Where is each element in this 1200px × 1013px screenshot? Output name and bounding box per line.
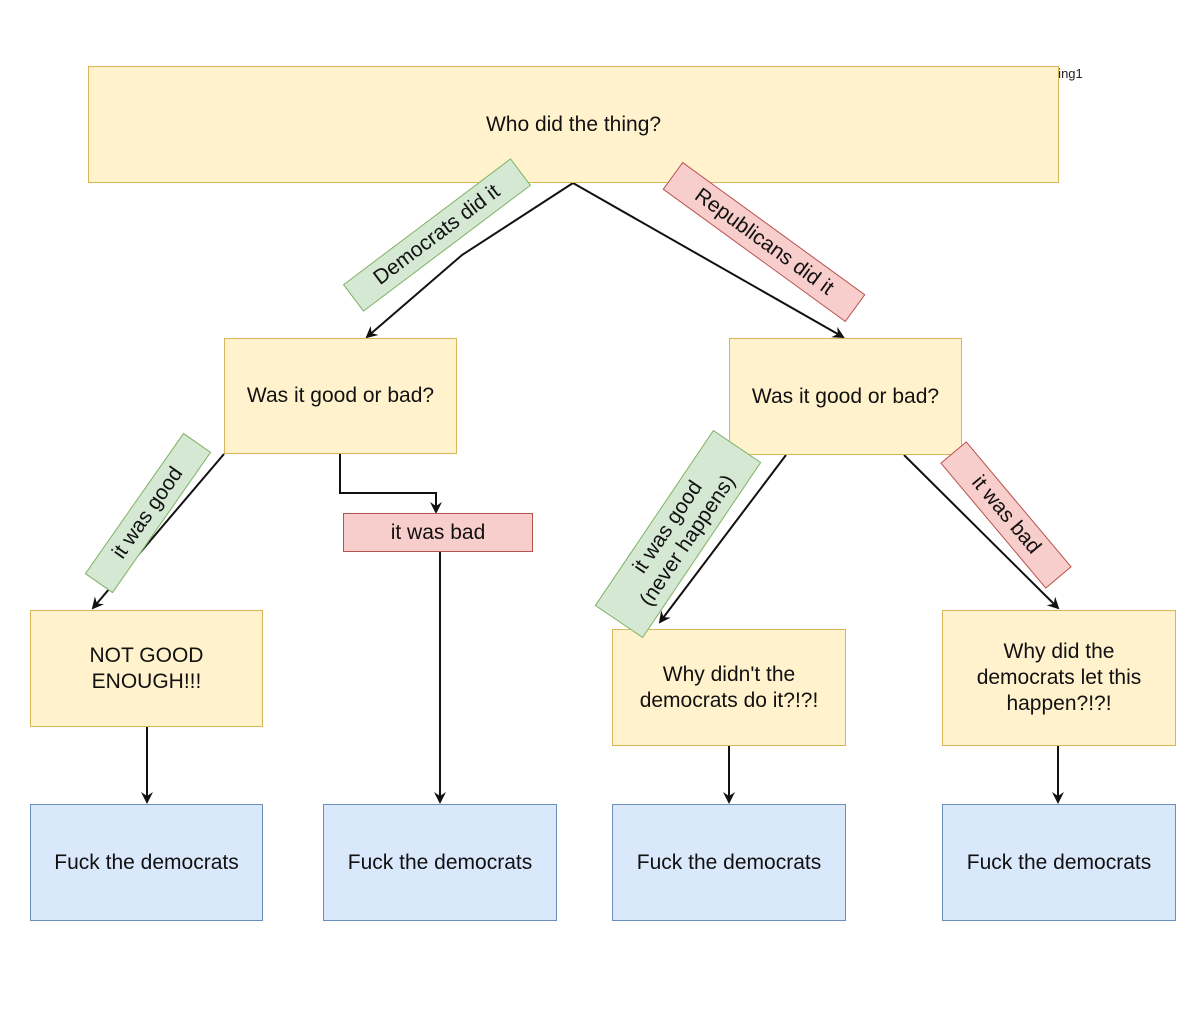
- edge-root-to-right: [572, 182, 845, 338]
- outcome-node-4: Fuck the democrats: [942, 804, 1176, 921]
- outcome-node-1: Fuck the democrats: [30, 804, 263, 921]
- edge-right-to-bad: [903, 454, 1060, 610]
- not-good-enough-node: NOT GOOD ENOUGH!!!: [30, 610, 263, 727]
- left-question-node: Was it good or bad?: [224, 338, 457, 454]
- edge-root-to-left: [365, 182, 574, 339]
- edge-label-left-bad: it was bad: [343, 513, 533, 552]
- edge-left-to-bad: [339, 454, 442, 514]
- root-question-node: Who did the thing?: [88, 66, 1059, 183]
- right-question-node: Was it good or bad?: [729, 338, 962, 455]
- why-didnt-node: Why didn't the democrats do it?!?!: [612, 629, 846, 746]
- outcome-node-3: Fuck the democrats: [612, 804, 846, 921]
- edge-right-to-good: [658, 454, 787, 624]
- outcome-node-2: Fuck the democrats: [323, 804, 557, 921]
- why-let-node: Why did the democrats let this happen?!?…: [942, 610, 1176, 746]
